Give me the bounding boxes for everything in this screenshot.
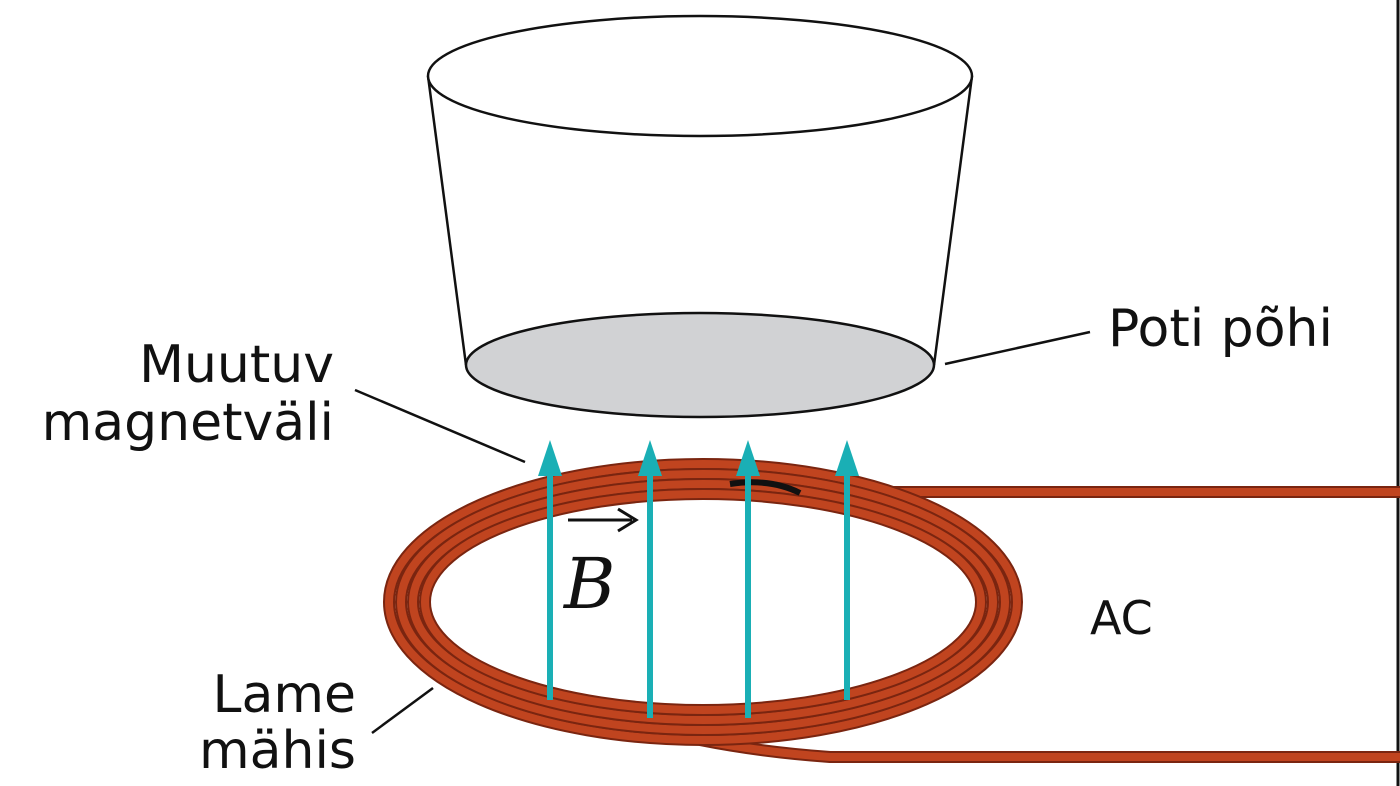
coil-crossover — [729, 479, 802, 496]
field-arrow — [835, 440, 859, 700]
field-arrow — [736, 440, 760, 718]
coil-turn-3-fill — [409, 480, 997, 724]
pot-bottom — [464, 311, 936, 419]
leader-field — [354, 388, 526, 464]
coil-turn-2-fill — [397, 470, 1009, 734]
vector-arrow-head — [617, 507, 639, 533]
b-symbol: B — [562, 543, 615, 625]
field-arrow — [638, 440, 662, 718]
pot-body — [426, 75, 974, 366]
label-coil-line2: mähis — [199, 721, 356, 781]
flat-coil — [383, 458, 1400, 763]
coil-turn-inner-fill — [421, 490, 985, 714]
pot — [426, 14, 974, 419]
magnetic-field-lines — [538, 440, 859, 718]
coil-turn-outer-fill — [385, 460, 1021, 744]
field-arrow — [538, 440, 562, 700]
label-coil-line1: Lame — [213, 665, 356, 725]
leader-pot-bottom — [944, 330, 1091, 366]
pot-rim — [426, 14, 974, 138]
label-pot-bottom: Poti põhi — [1108, 299, 1333, 359]
label-field-line2: magnetväli — [42, 393, 334, 453]
leader-coil — [371, 686, 434, 735]
label-field-line1: Muutuv — [139, 335, 334, 395]
label-ac: AC — [1090, 591, 1153, 645]
coil-lead-bottom-fill — [699, 736, 1400, 761]
b-vector-symbol: B — [562, 507, 639, 625]
